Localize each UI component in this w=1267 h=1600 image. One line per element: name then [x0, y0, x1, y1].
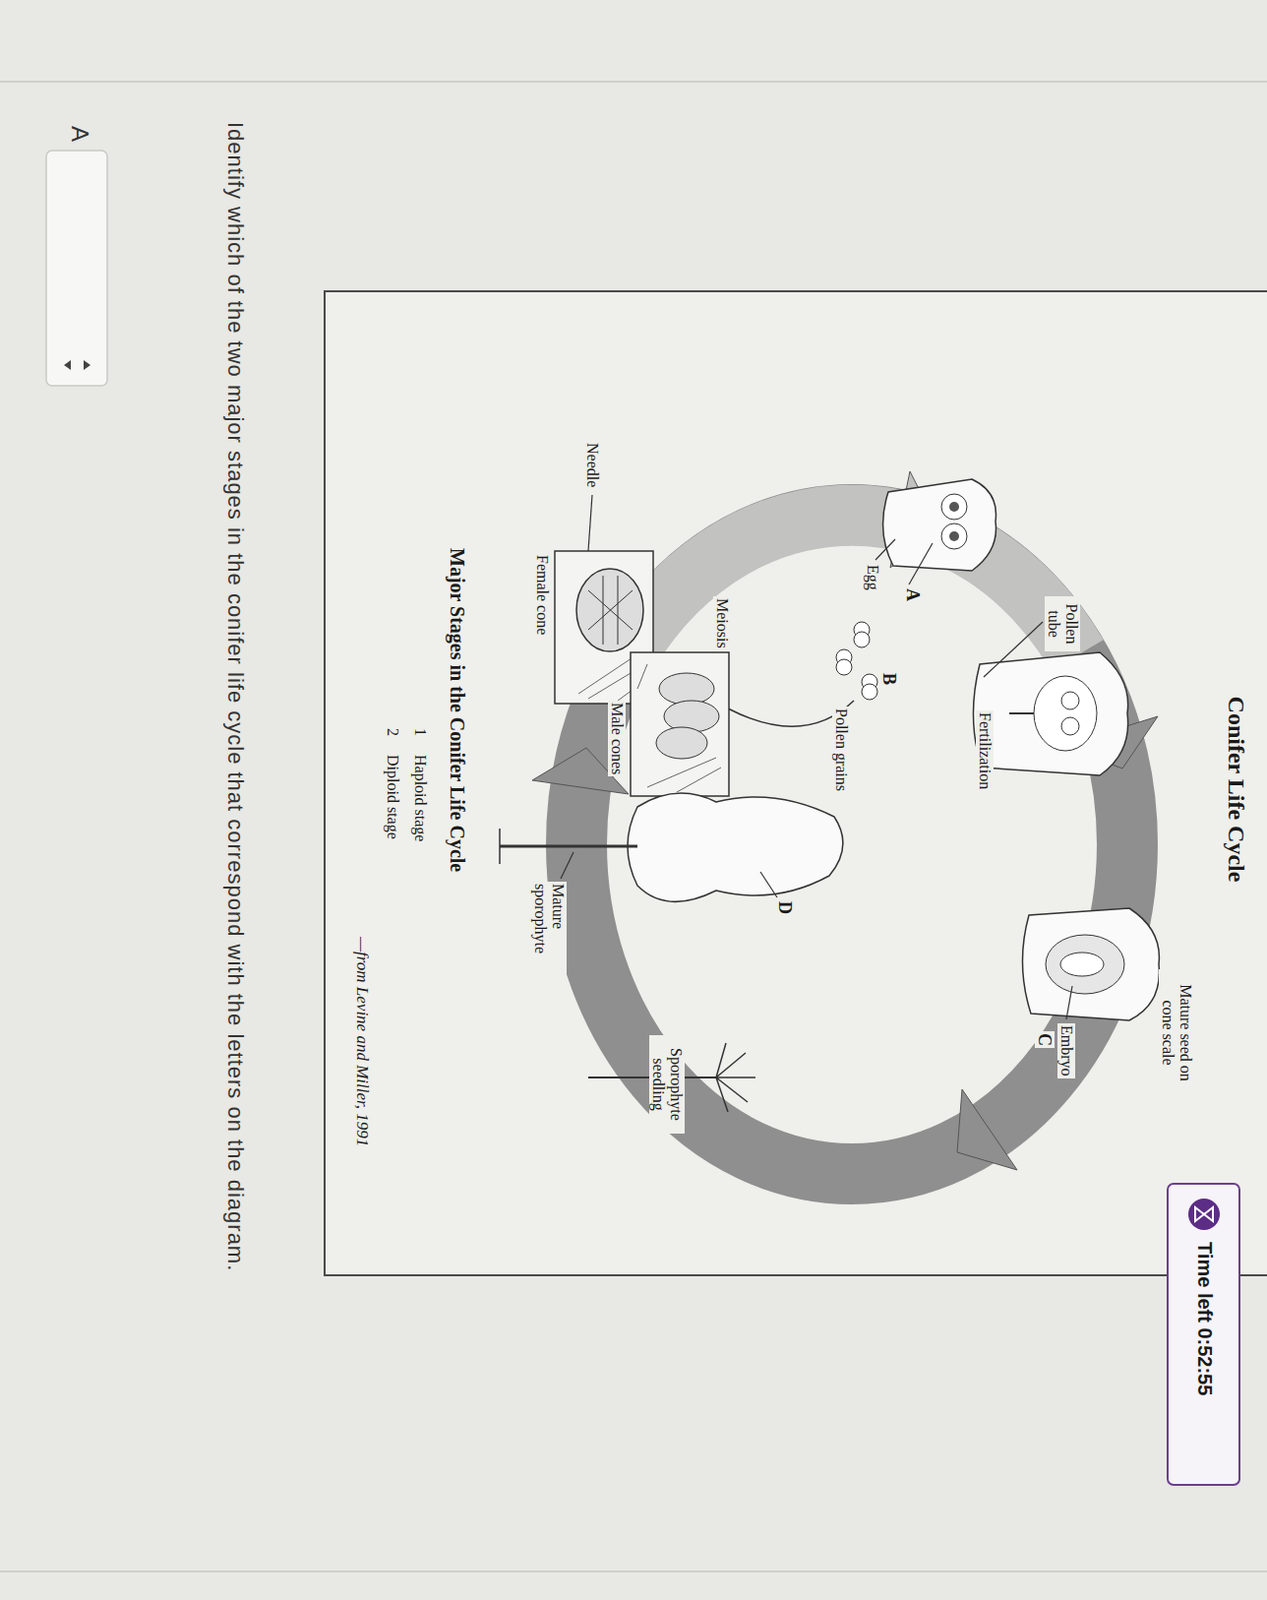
callout-letter: B [879, 670, 900, 687]
part-label: Pollen grains [832, 706, 850, 793]
callout-letter: D [775, 899, 795, 916]
stages-heading: Major Stages in the Conifer Life Cycle [446, 545, 469, 874]
callout-letter: A [903, 586, 923, 604]
part-label: Mature seed on cone scale [1158, 968, 1195, 1096]
answer-letter: A [66, 125, 93, 142]
stage-name: Haploid stage [411, 752, 429, 844]
part-label: Meiosis [713, 596, 731, 651]
part-label: Egg [863, 562, 882, 593]
list-number: 2 [383, 725, 402, 738]
list-number: 1 [411, 725, 429, 738]
part-label: Female cone [533, 552, 551, 637]
part-label: Sporophyte seedling [649, 1034, 685, 1134]
part-label: Mature sporophyte [531, 881, 567, 979]
source-caption: —from Levine and Miller, 1991 [353, 934, 372, 1148]
callout-letter: C [1034, 1030, 1055, 1048]
stage-name: Diploid stage [383, 752, 402, 842]
part-label: Needle [583, 440, 602, 489]
part-label: Male cones [607, 700, 626, 777]
part-label: Pollen tube [1044, 596, 1081, 652]
diagram-title: Conifer Life Cycle [1223, 678, 1250, 900]
part-label: Embryo [1057, 1023, 1076, 1079]
question-text: Identify which of the two major stages i… [198, 121, 272, 1401]
timer-text: Time left 0:52:55 [1194, 1241, 1216, 1395]
part-label: Fertilization [975, 710, 994, 791]
